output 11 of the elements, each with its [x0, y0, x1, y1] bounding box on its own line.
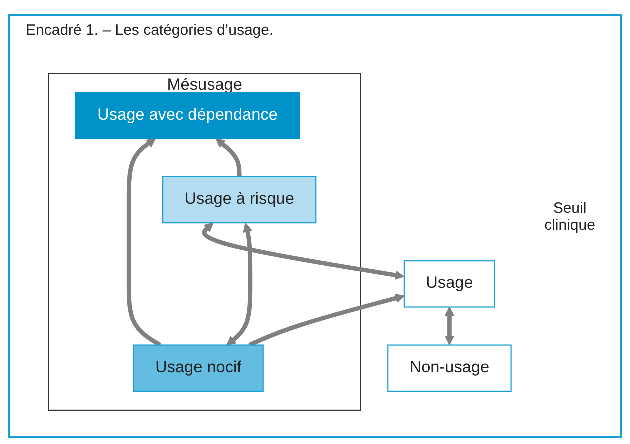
arrow [216, 138, 242, 178]
figure-title: Encadré 1. – Les catégories d’usage. [26, 22, 274, 39]
arrow [444, 307, 454, 346]
node-box: Usage nocif [133, 345, 264, 392]
node-box: Non-usage [388, 345, 512, 392]
node-box: Usage avec dépendance [75, 92, 300, 140]
threshold-label: Seuil clinique [544, 200, 596, 234]
arrow [226, 223, 253, 346]
node-box: Usage [404, 260, 496, 308]
node-box: Usage à risque [162, 176, 317, 224]
arrow [202, 223, 404, 280]
